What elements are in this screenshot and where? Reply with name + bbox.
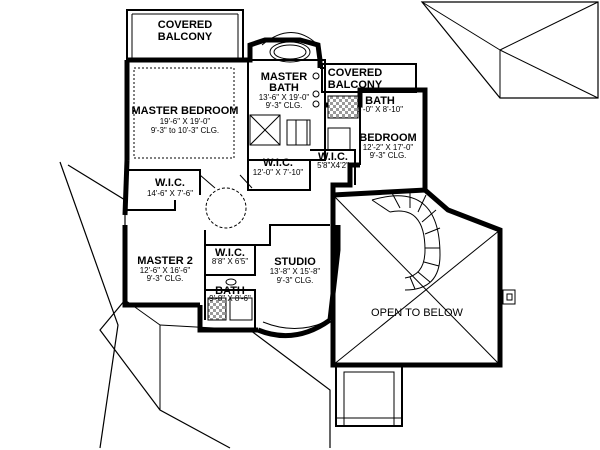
spiral-stair-treads bbox=[371, 190, 441, 290]
wic-master2: W.I.C. 8'8" X 6'5" bbox=[212, 247, 248, 266]
master2-name: MASTER 2 bbox=[137, 255, 193, 267]
covered-balcony-right-line1: COVERED bbox=[328, 67, 382, 79]
wic-master2-dim: 8'8" X 6'5" bbox=[212, 257, 248, 266]
covered-balcony-right: COVERED BALCONY bbox=[321, 63, 417, 93]
master2-dim: 12'-6" X 16'-6" bbox=[140, 266, 191, 275]
bedroom: BEDROOM 12'-2" X 17'-0" 9'-3" CLG. bbox=[359, 132, 416, 160]
studio-dim: 13'-8" X 15'-8" bbox=[270, 267, 321, 276]
bedroom-name: BEDROOM bbox=[359, 132, 416, 144]
hall-rotunda bbox=[199, 174, 253, 229]
bath-lower: BATH 9'-8" X 8'-6" bbox=[207, 278, 253, 321]
master-bedroom-name: MASTER BEDROOM bbox=[132, 105, 239, 117]
bath-upper-dim: 5'-0" X 8'-10" bbox=[357, 105, 403, 114]
covered-balcony-left-line1: COVERED bbox=[158, 19, 212, 31]
studio: STUDIO 13'-8" X 15'-8" 9'-3" CLG. bbox=[262, 256, 326, 329]
covered-balcony-left: COVERED BALCONY bbox=[126, 9, 244, 61]
wic-master-bath-dim: 12'-0" X 7'-10" bbox=[253, 168, 304, 177]
interior-walls bbox=[127, 105, 361, 330]
wic-master2-name: W.I.C. bbox=[215, 247, 245, 259]
bath-upper-name: BATH bbox=[365, 95, 395, 107]
master-bath-clg: 9'-3" CLG. bbox=[266, 101, 303, 110]
wic-master-bath: W.I.C. 12'-0" X 7'-10" bbox=[253, 157, 304, 177]
master-bath-line2: BATH bbox=[269, 82, 299, 94]
open-to-below-label: OPEN TO BELOW bbox=[371, 307, 464, 319]
master2-clg: 9'-3" CLG. bbox=[147, 274, 184, 283]
master-2: MASTER 2 12'-6" X 16'-6" 9'-3" CLG. bbox=[137, 255, 193, 283]
wic-bedroom-dim: 5'8"X4'2" bbox=[317, 161, 349, 170]
wic-master-bedroom: W.I.C. 14'-6" X 7'-6" bbox=[147, 177, 193, 198]
master-bath-line1: MASTER bbox=[261, 71, 308, 83]
master-bath-dim: 13'-6" X 19'-0" bbox=[259, 93, 310, 102]
master-bedroom-dim: 19'-6" X 19'-0" bbox=[160, 117, 211, 126]
covered-balcony-right-line2: BALCONY bbox=[328, 79, 383, 91]
studio-name: STUDIO bbox=[274, 256, 316, 268]
master-bath-area: MASTER BATH 13'-6" X 19'-0" 9'-3" CLG. bbox=[247, 32, 326, 161]
master-bedroom-clg: 9'-3" to 10'-3" CLG. bbox=[151, 126, 219, 135]
bedroom-dim: 12'-2" X 17'-0" bbox=[363, 143, 414, 152]
bath-lower-dim: 9'-8" X 8'-6" bbox=[209, 294, 251, 303]
studio-clg: 9'-3" CLG. bbox=[277, 276, 314, 285]
bedroom-clg: 9'-3" CLG. bbox=[370, 151, 407, 160]
wic-bedroom-name: W.I.C. bbox=[318, 151, 348, 163]
covered-balcony-left-line2: BALCONY bbox=[158, 31, 213, 43]
open-to-below: OPEN TO BELOW bbox=[330, 187, 516, 368]
wic-master-bedroom-name: W.I.C. bbox=[155, 177, 185, 189]
master-bedroom: MASTER BEDROOM 19'-6" X 19'-0" 9'-3" to … bbox=[132, 67, 239, 159]
bath-lower-name: BATH bbox=[215, 285, 245, 297]
porch-bottom bbox=[335, 365, 403, 427]
wic-bedroom: W.I.C. 5'8"X4'2" bbox=[317, 151, 349, 170]
roof-top-right bbox=[420, 1, 599, 99]
wic-master-bedroom-dim: 14'-6" X 7'-6" bbox=[147, 189, 193, 198]
bath-upper: BATH 5'-0" X 8'-10" bbox=[327, 95, 403, 151]
wic-master-bath-name: W.I.C. bbox=[263, 157, 293, 169]
